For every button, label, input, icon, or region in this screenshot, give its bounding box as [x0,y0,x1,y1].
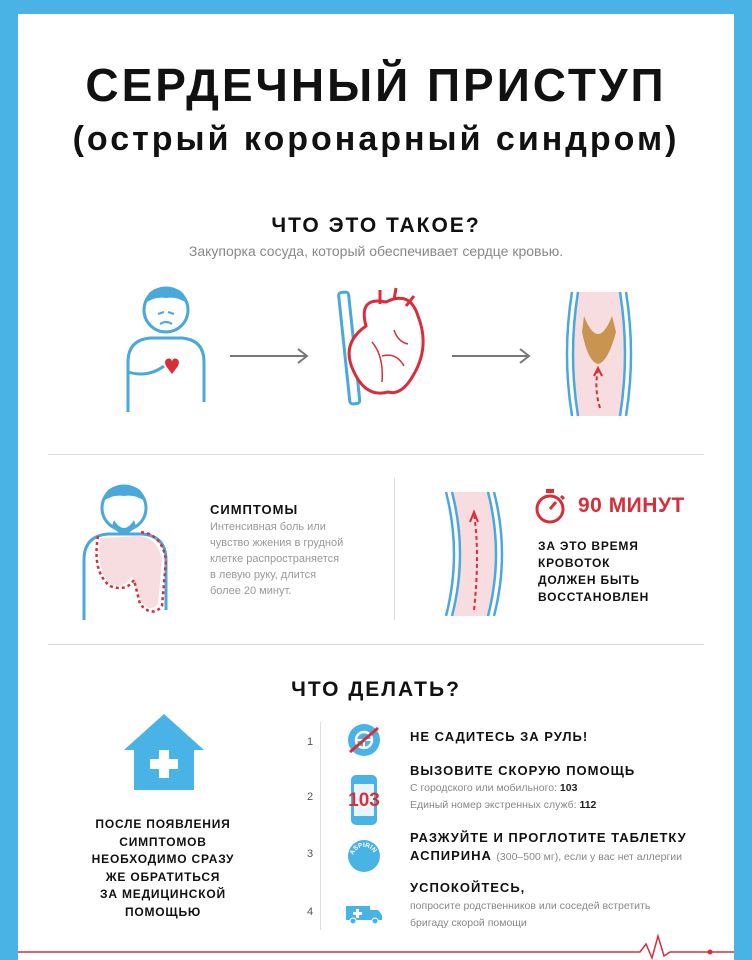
what-to-do-heading: ЧТО ДЕЛАТЬ? [291,678,461,701]
phone-103-icon: 103 [348,775,380,825]
person-chest-pain-icon [126,286,206,412]
time-limit-value: 90 МИНУТ [578,494,685,517]
advice-line: ПОСЛЕ ПОЯВЛЕНИЯ [95,817,231,831]
step-title: НЕ САДИТЕСЬ ЗА РУЛЬ! [410,729,589,744]
ambulance-icon [346,906,382,925]
stopwatch-icon [535,489,566,524]
advice-line: ЗА МЕДИЦИНСКОЙ [100,887,226,901]
advice-line: НЕОБХОДИМО СРАЗУ [91,852,235,866]
advice-line: СИМПТОМОВ [119,834,207,849]
symptoms-line: клетке распространяется [210,553,340,565]
what-is-description: Закупорка сосуда, который обеспечивает с… [188,243,564,259]
steps-timeline [320,722,321,930]
symptoms-heading: СИМПТОМЫ [210,502,299,517]
symptoms-text: Интенсивная боль или чувство жжения в гр… [210,519,343,599]
time-line: ЗА ЭТО ВРЕМЯ [538,539,639,553]
time-line: ДОЛЖЕН БЫТЬ [538,573,640,587]
step-title-cont: АСПИРИНА (300–500 мг), если у вас нет ал… [410,848,683,863]
symptoms-line: Интенсивная боль или [210,521,326,533]
step-title: ВЫЗОВИТЕ СКОРУЮ ПОМОЩЬ [410,763,636,778]
step-number: 2 [306,791,314,803]
arrow-right-icon [452,348,531,364]
heart-organ-icon [337,287,425,406]
divider [48,454,704,455]
divider [48,644,704,645]
symptoms-line: чувство жжения в грудной [210,537,344,549]
step-description: попросите родственников или соседей встр… [410,900,651,929]
step-title: РАЗЖУЙТЕ И ПРОГЛОТИТЕ ТАБЛЕТКУ [410,830,687,845]
aspirin-icon: ASPIRIN [348,840,380,872]
time-line: КРОВОТОК [538,556,611,570]
step-description: С городского или мобильного: 103 Единый … [410,782,597,811]
advice-line: ПОМОЩЬЮ [124,904,202,919]
hospital-house-icon [124,714,204,790]
no-driving-icon [348,724,380,756]
symptoms-line: более 20 минут. [210,585,292,597]
page-title: СЕРДЕЧНЫЙ ПРИСТУП [85,59,667,111]
person-pain-area-icon [82,484,168,620]
advice-line: ЖЕ ОБРАТИТЬСЯ [105,869,221,884]
time-line: ВОССТАНОВЛЕН [538,590,650,604]
divider [394,478,395,620]
phone-number-text: 103 [348,790,380,811]
infographic-card: СЕРДЕЧНЫЙ ПРИСТУП (острый коронарный син… [18,14,734,960]
step-number: 3 [306,848,314,860]
advice-text: ПОСЛЕ ПОЯВЛЕНИЯ СИМПТОМОВ НЕОБХОДИМО СРА… [68,816,258,921]
what-is-heading: ЧТО ЭТО ТАКОЕ? [271,214,481,237]
page-subtitle: (острый коронарный синдром) [72,120,680,158]
time-text: ЗА ЭТО ВРЕМЯ КРОВОТОК ДОЛЖЕН БЫТЬ ВОССТА… [538,538,649,606]
symptoms-line: в левую руку, длится [210,569,317,581]
clogged-vessel-icon [565,291,633,417]
blood-vessel-flow-icon [444,491,504,617]
arrow-right-icon [230,348,309,364]
step-number: 4 [306,906,314,918]
step-title: УСПОКОЙТЕСЬ, [410,880,526,895]
ecg-line [18,933,734,960]
step-number: 1 [306,736,314,748]
